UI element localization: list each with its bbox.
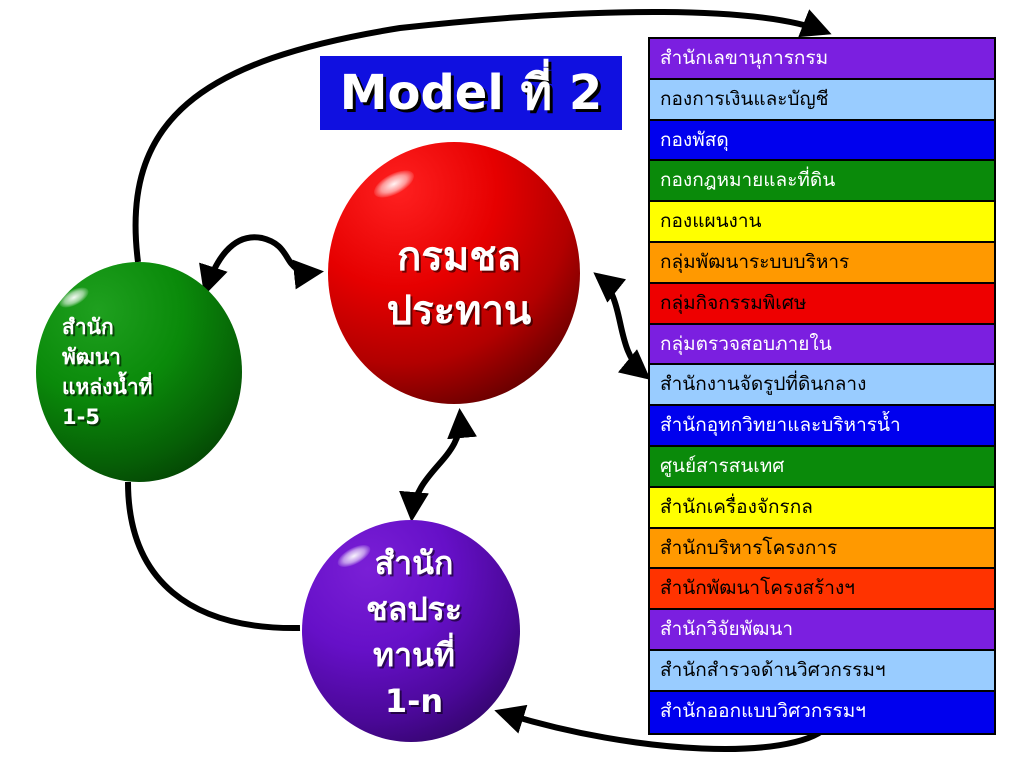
arc-list-bottom-to-purple — [494, 704, 828, 752]
department-item: ศูนย์สารสนเทศ — [650, 446, 994, 488]
department-item: สำนักงานจัดรูปที่ดินกลาง — [650, 365, 994, 407]
department-item: กองกฎหมายและที่ดิน — [650, 161, 994, 203]
arrow-central-green — [199, 234, 324, 296]
arc-green-to-purple — [125, 481, 301, 632]
department-item: สำนักบริหารโครงการ — [650, 528, 994, 570]
department-item: กลุ่มกิจกรรมพิเศษ — [650, 283, 994, 325]
department-item: สำนักเลขานุการกรม — [650, 39, 994, 80]
department-item: กองแผนงาน — [650, 202, 994, 243]
regional-irrigation-node: สำนัก ชลประ ทานที่ 1-n — [302, 520, 520, 742]
regional-development-node: สำนัก พัฒนา แหล่งน้ำที่ 1-5 — [36, 262, 242, 482]
department-item: กองพัสดุ — [650, 120, 994, 162]
department-item: กองการเงินและบัญชี — [650, 79, 994, 121]
sphere-highlight — [369, 164, 419, 204]
department-list: สำนักเลขานุการกรมกองการเงินและบัญชีกองพั… — [648, 37, 996, 735]
department-item: สำนักวิจัยพัฒนา — [650, 610, 994, 651]
department-item: สำนักเครื่องจักรกล — [650, 487, 994, 529]
arrow-central-purple — [399, 408, 477, 522]
regional-development-label: สำนัก พัฒนา แหล่งน้ำที่ 1-5 — [62, 315, 153, 429]
central-department-label: กรมชล ประทาน — [386, 234, 532, 334]
arrow-central-list — [593, 272, 651, 380]
department-item: สำนักพัฒนาโครงสร้างฯ — [650, 569, 994, 611]
regional-irrigation-label: สำนัก ชลประ ทานที่ 1-n — [365, 544, 462, 720]
central-department-node: กรมชล ประทาน — [328, 142, 580, 404]
department-item: สำนักสำรวจด้านวิศวกรรมฯ — [650, 650, 994, 692]
department-item: สำนักอุทกวิทยาและบริหารน้ำ — [650, 406, 994, 447]
model-title: Model ที่ 2 — [320, 56, 622, 130]
department-item: สำนักออกแบบวิศวกรรมฯ — [650, 691, 994, 733]
department-item: กลุ่มตรวจสอบภายใน — [650, 324, 994, 366]
arc-green-to-list-top — [132, 8, 832, 263]
department-item: กลุ่มพัฒนาระบบบริหาร — [650, 242, 994, 284]
